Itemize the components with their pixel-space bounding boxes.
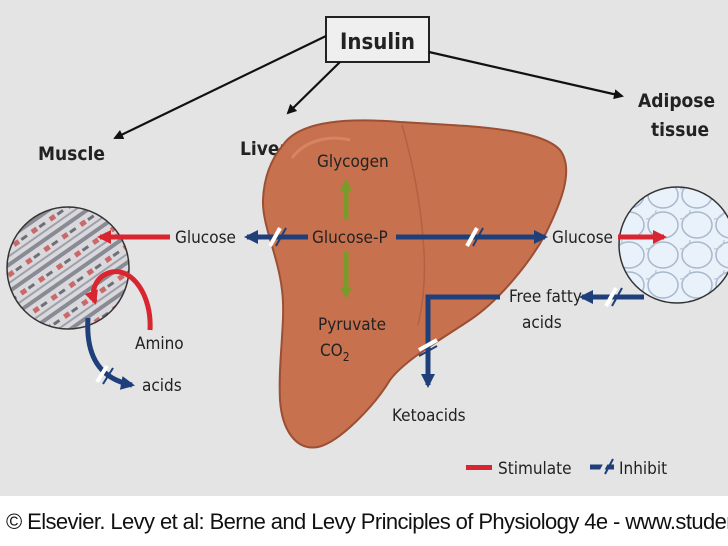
inhibit-mark-ffa xyxy=(604,287,623,307)
adipose-label-line1: Adipose xyxy=(638,90,715,112)
legend-inhibit-label: Inhibit xyxy=(619,459,667,479)
glucose-left-label: Glucose xyxy=(175,228,236,248)
inhibit-mark-right xyxy=(465,227,484,247)
legend-stimulate-label: Stimulate xyxy=(498,459,572,479)
footer-bar xyxy=(0,500,728,546)
pyruvate-label: Pyruvate xyxy=(318,315,386,335)
insulin-to-muscle-arrow xyxy=(113,35,327,140)
amino-label-line2: acids xyxy=(142,376,182,396)
adipose-illustration xyxy=(618,186,728,304)
insulin-label: Insulin xyxy=(340,30,415,55)
glycogen-label: Glycogen xyxy=(317,152,389,172)
muscle-label: Muscle xyxy=(38,143,105,165)
inhibit-mark-keto xyxy=(418,338,438,357)
ffa-label-line2: acids xyxy=(522,313,562,333)
inhibit-mark-amino xyxy=(95,364,114,385)
liver-highlight xyxy=(290,136,351,159)
inhibit-mark-left xyxy=(268,227,287,247)
insulin-to-adipose-arrow xyxy=(428,50,624,100)
amino-acids-stimulate-arrow xyxy=(84,269,153,331)
insulin-to-liver-arrow xyxy=(286,61,341,115)
copyright-credit: © Elsevier. Levy et al: Berne and Levy P… xyxy=(6,509,728,534)
glucose-p-label: Glucose-P xyxy=(312,228,388,248)
liver-illustration xyxy=(261,119,568,449)
glucose-right-label: Glucose xyxy=(552,228,613,248)
insulin-box: Insulin xyxy=(325,16,430,63)
legend: Stimulate Inhibit xyxy=(466,458,667,479)
ketoacids-label: Ketoacids xyxy=(392,406,466,426)
amino-label-line1: Amino xyxy=(135,334,184,354)
insulin-diagram: Insulin Muscle Liver Adipose tissue Glyc… xyxy=(6,16,728,479)
muscle-illustration xyxy=(6,206,130,330)
ffa-to-ketoacids-inhibit-arrow xyxy=(421,294,500,388)
amino-acids-release-inhibit-arrow xyxy=(85,317,135,390)
insulin-arrows xyxy=(113,35,624,140)
co2-label: CO2 xyxy=(320,341,350,364)
legend-inhibit-swatch xyxy=(590,458,614,475)
legend-stimulate-swatch xyxy=(466,465,492,470)
ffa-label-line1: Free fatty xyxy=(509,287,582,307)
adipose-label-line2: tissue xyxy=(651,119,709,141)
